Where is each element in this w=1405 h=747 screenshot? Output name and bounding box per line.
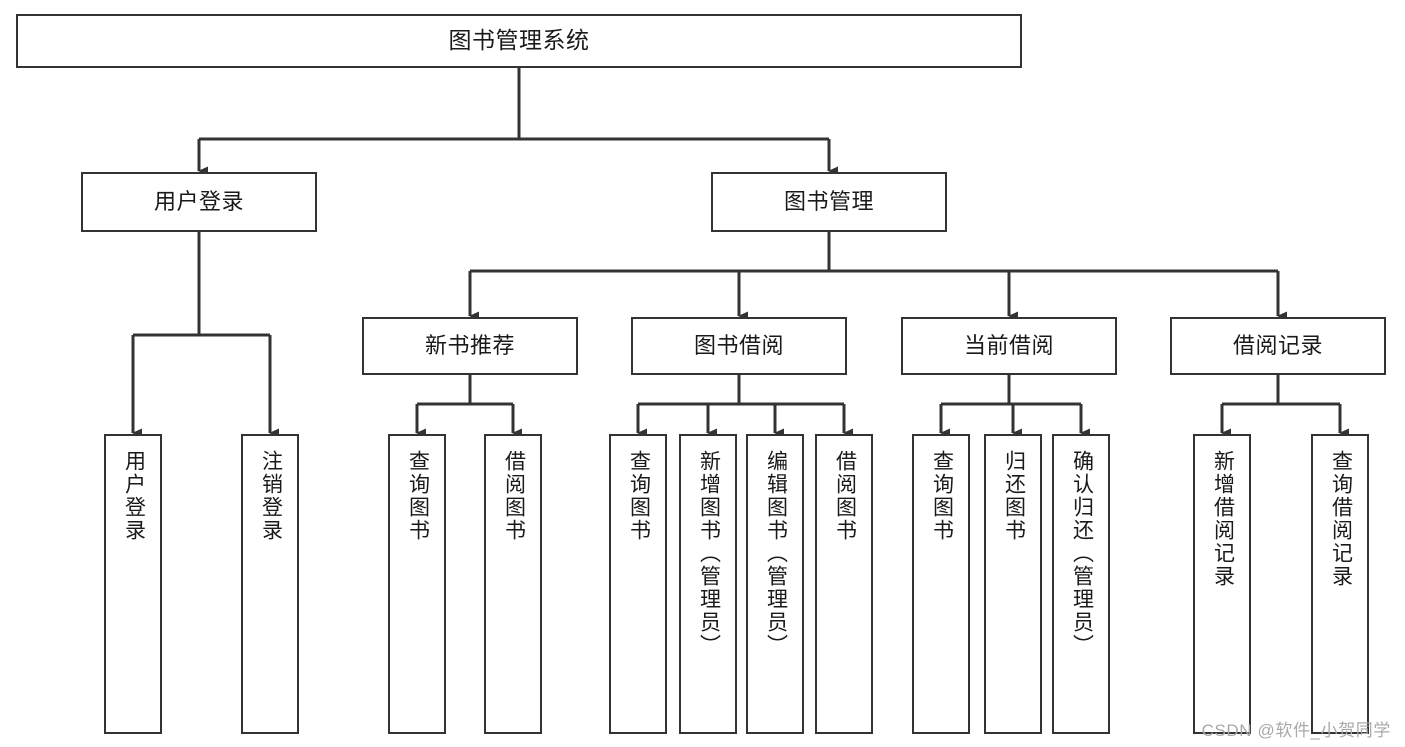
node-label-new-book-rec: 新书推荐 <box>424 333 515 359</box>
node-label-borrow-record: 借阅记录 <box>1232 333 1323 359</box>
watermark-label: CSDN @软件_小贺同学 <box>1201 721 1391 740</box>
node-leaf-query-record[interactable]: 查询借阅记录 <box>1311 434 1369 734</box>
node-label-current-borrow: 当前借阅 <box>963 333 1054 359</box>
node-leaf-return-book[interactable]: 归还图书 <box>984 434 1042 734</box>
tree-edges <box>131 68 1349 438</box>
node-leaf-add-record[interactable]: 新增借阅记录 <box>1193 434 1251 734</box>
node-label-leaf-query-book-1: 查询图书 <box>406 450 430 542</box>
node-root[interactable]: 图书管理系统 <box>16 14 1022 68</box>
node-new-book-rec[interactable]: 新书推荐 <box>362 317 578 375</box>
node-label-user-login: 用户登录 <box>153 189 244 215</box>
node-label-leaf-confirm-return: 确认归还（管理员） <box>1070 450 1094 657</box>
node-leaf-borrow-book-2[interactable]: 借阅图书 <box>815 434 873 734</box>
node-leaf-query-book-2[interactable]: 查询图书 <box>609 434 667 734</box>
node-book-borrow[interactable]: 图书借阅 <box>631 317 847 375</box>
node-label-leaf-add-book: 新增图书（管理员） <box>697 450 721 657</box>
node-label-book-manage: 图书管理 <box>783 189 874 215</box>
node-book-manage[interactable]: 图书管理 <box>711 172 947 232</box>
node-label-root: 图书管理系统 <box>448 27 590 54</box>
node-label-leaf-borrow-book-1: 借阅图书 <box>502 450 526 542</box>
node-label-book-borrow: 图书借阅 <box>693 333 784 359</box>
node-leaf-edit-book[interactable]: 编辑图书（管理员） <box>746 434 804 734</box>
node-leaf-query-book-1[interactable]: 查询图书 <box>388 434 446 734</box>
node-user-login[interactable]: 用户登录 <box>81 172 317 232</box>
node-leaf-query-book-3[interactable]: 查询图书 <box>912 434 970 734</box>
node-label-leaf-query-book-2: 查询图书 <box>627 450 651 542</box>
node-leaf-add-book[interactable]: 新增图书（管理员） <box>679 434 737 734</box>
node-leaf-confirm-return[interactable]: 确认归还（管理员） <box>1052 434 1110 734</box>
node-label-leaf-return-book: 归还图书 <box>1002 450 1026 542</box>
node-label-leaf-user-login: 用户登录 <box>122 450 146 542</box>
node-label-leaf-query-record: 查询借阅记录 <box>1329 450 1353 588</box>
node-current-borrow[interactable]: 当前借阅 <box>901 317 1117 375</box>
node-label-leaf-logout: 注销登录 <box>259 450 283 542</box>
node-label-leaf-add-record: 新增借阅记录 <box>1211 450 1235 588</box>
node-label-leaf-borrow-book-2: 借阅图书 <box>833 450 857 542</box>
node-leaf-user-login[interactable]: 用户登录 <box>104 434 162 734</box>
node-borrow-record[interactable]: 借阅记录 <box>1170 317 1386 375</box>
node-leaf-logout[interactable]: 注销登录 <box>241 434 299 734</box>
node-label-leaf-query-book-3: 查询图书 <box>930 450 954 542</box>
node-label-leaf-edit-book: 编辑图书（管理员） <box>764 450 788 657</box>
node-leaf-borrow-book-1[interactable]: 借阅图书 <box>484 434 542 734</box>
